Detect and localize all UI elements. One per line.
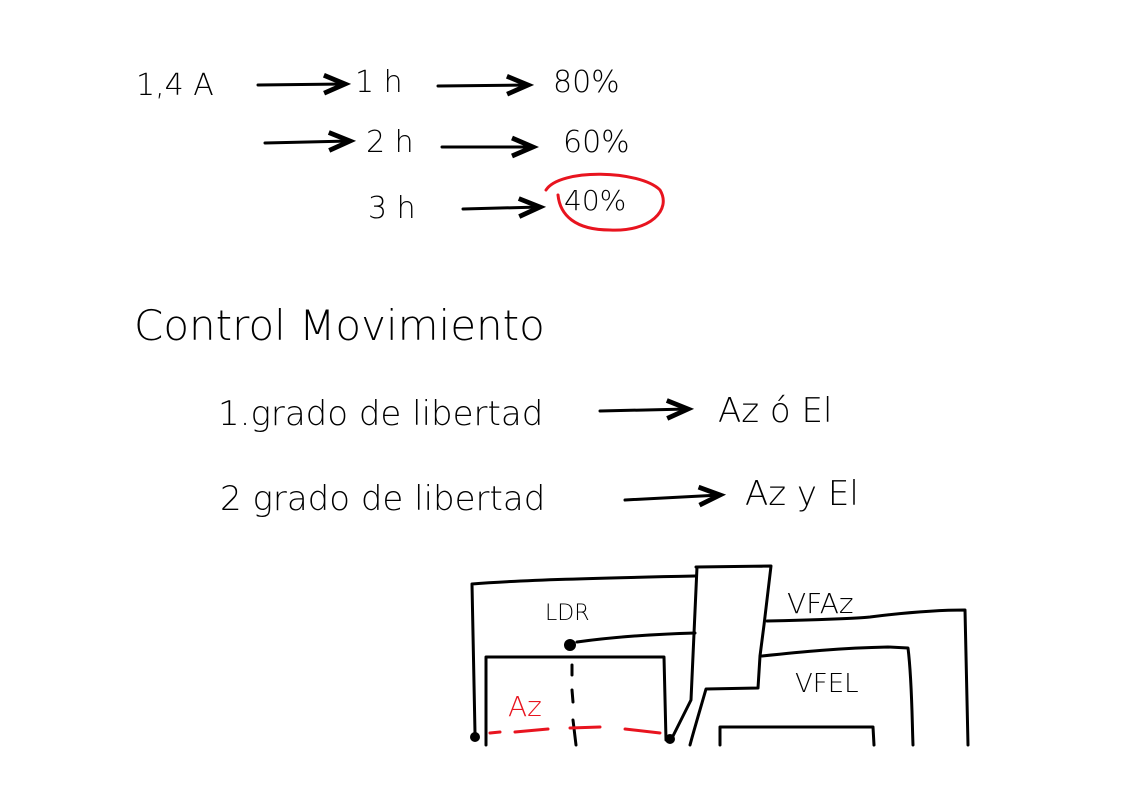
panel-block bbox=[484, 655, 668, 747]
arrow-icon bbox=[263, 141, 350, 143]
arrow-icon bbox=[623, 495, 720, 500]
motion-title: Control Movimiento bbox=[134, 301, 545, 350]
arrow-icon bbox=[436, 85, 528, 86]
vfel-label: VFEL bbox=[795, 669, 859, 699]
terminal-icon bbox=[470, 732, 480, 742]
motion-item-1-label: 1.grado de libertad bbox=[218, 394, 543, 434]
percent-80: 80% bbox=[553, 65, 620, 100]
wire bbox=[470, 574, 697, 735]
time-1h: 1 h bbox=[355, 65, 403, 100]
time-2h: 2 h bbox=[366, 125, 414, 160]
wire bbox=[670, 565, 699, 740]
percent-40: 40% bbox=[564, 184, 626, 217]
highlight-circle bbox=[544, 172, 665, 232]
vfaz-wire bbox=[765, 608, 970, 747]
arrow-icon bbox=[461, 207, 540, 209]
motor-block bbox=[718, 725, 876, 747]
ldr-sensor-icon bbox=[564, 639, 576, 651]
ldr-wire bbox=[575, 631, 697, 644]
terminal-icon bbox=[665, 734, 675, 744]
az-axis-dashed-line bbox=[488, 725, 662, 735]
motion-section: Control Movimiento 1.grado de libertad A… bbox=[134, 301, 859, 519]
current-value: 1,4 A bbox=[136, 68, 214, 103]
vfaz-label: VFAz bbox=[787, 587, 854, 620]
az-label: Az bbox=[508, 690, 542, 723]
circuit-diagram: Az LDR VFAz VFEL bbox=[470, 564, 970, 747]
ldr-label: LDR bbox=[545, 601, 589, 626]
motion-item-1-result: Az ó El bbox=[718, 391, 832, 431]
time-3h: 3 h bbox=[368, 191, 416, 226]
battery-section: 1,4 A 1 h 80% 2 h 60% 3 h 40% bbox=[136, 65, 665, 232]
arrow-icon bbox=[598, 409, 688, 411]
arrow-icon bbox=[256, 84, 345, 85]
vfel-wire bbox=[760, 645, 915, 747]
controller-block bbox=[688, 564, 773, 747]
percent-60: 60% bbox=[563, 125, 630, 160]
motion-item-2-result: Az y El bbox=[745, 474, 859, 514]
motion-item-2-label: 2 grado de libertad bbox=[220, 479, 545, 519]
center-dashed-line bbox=[570, 663, 578, 747]
